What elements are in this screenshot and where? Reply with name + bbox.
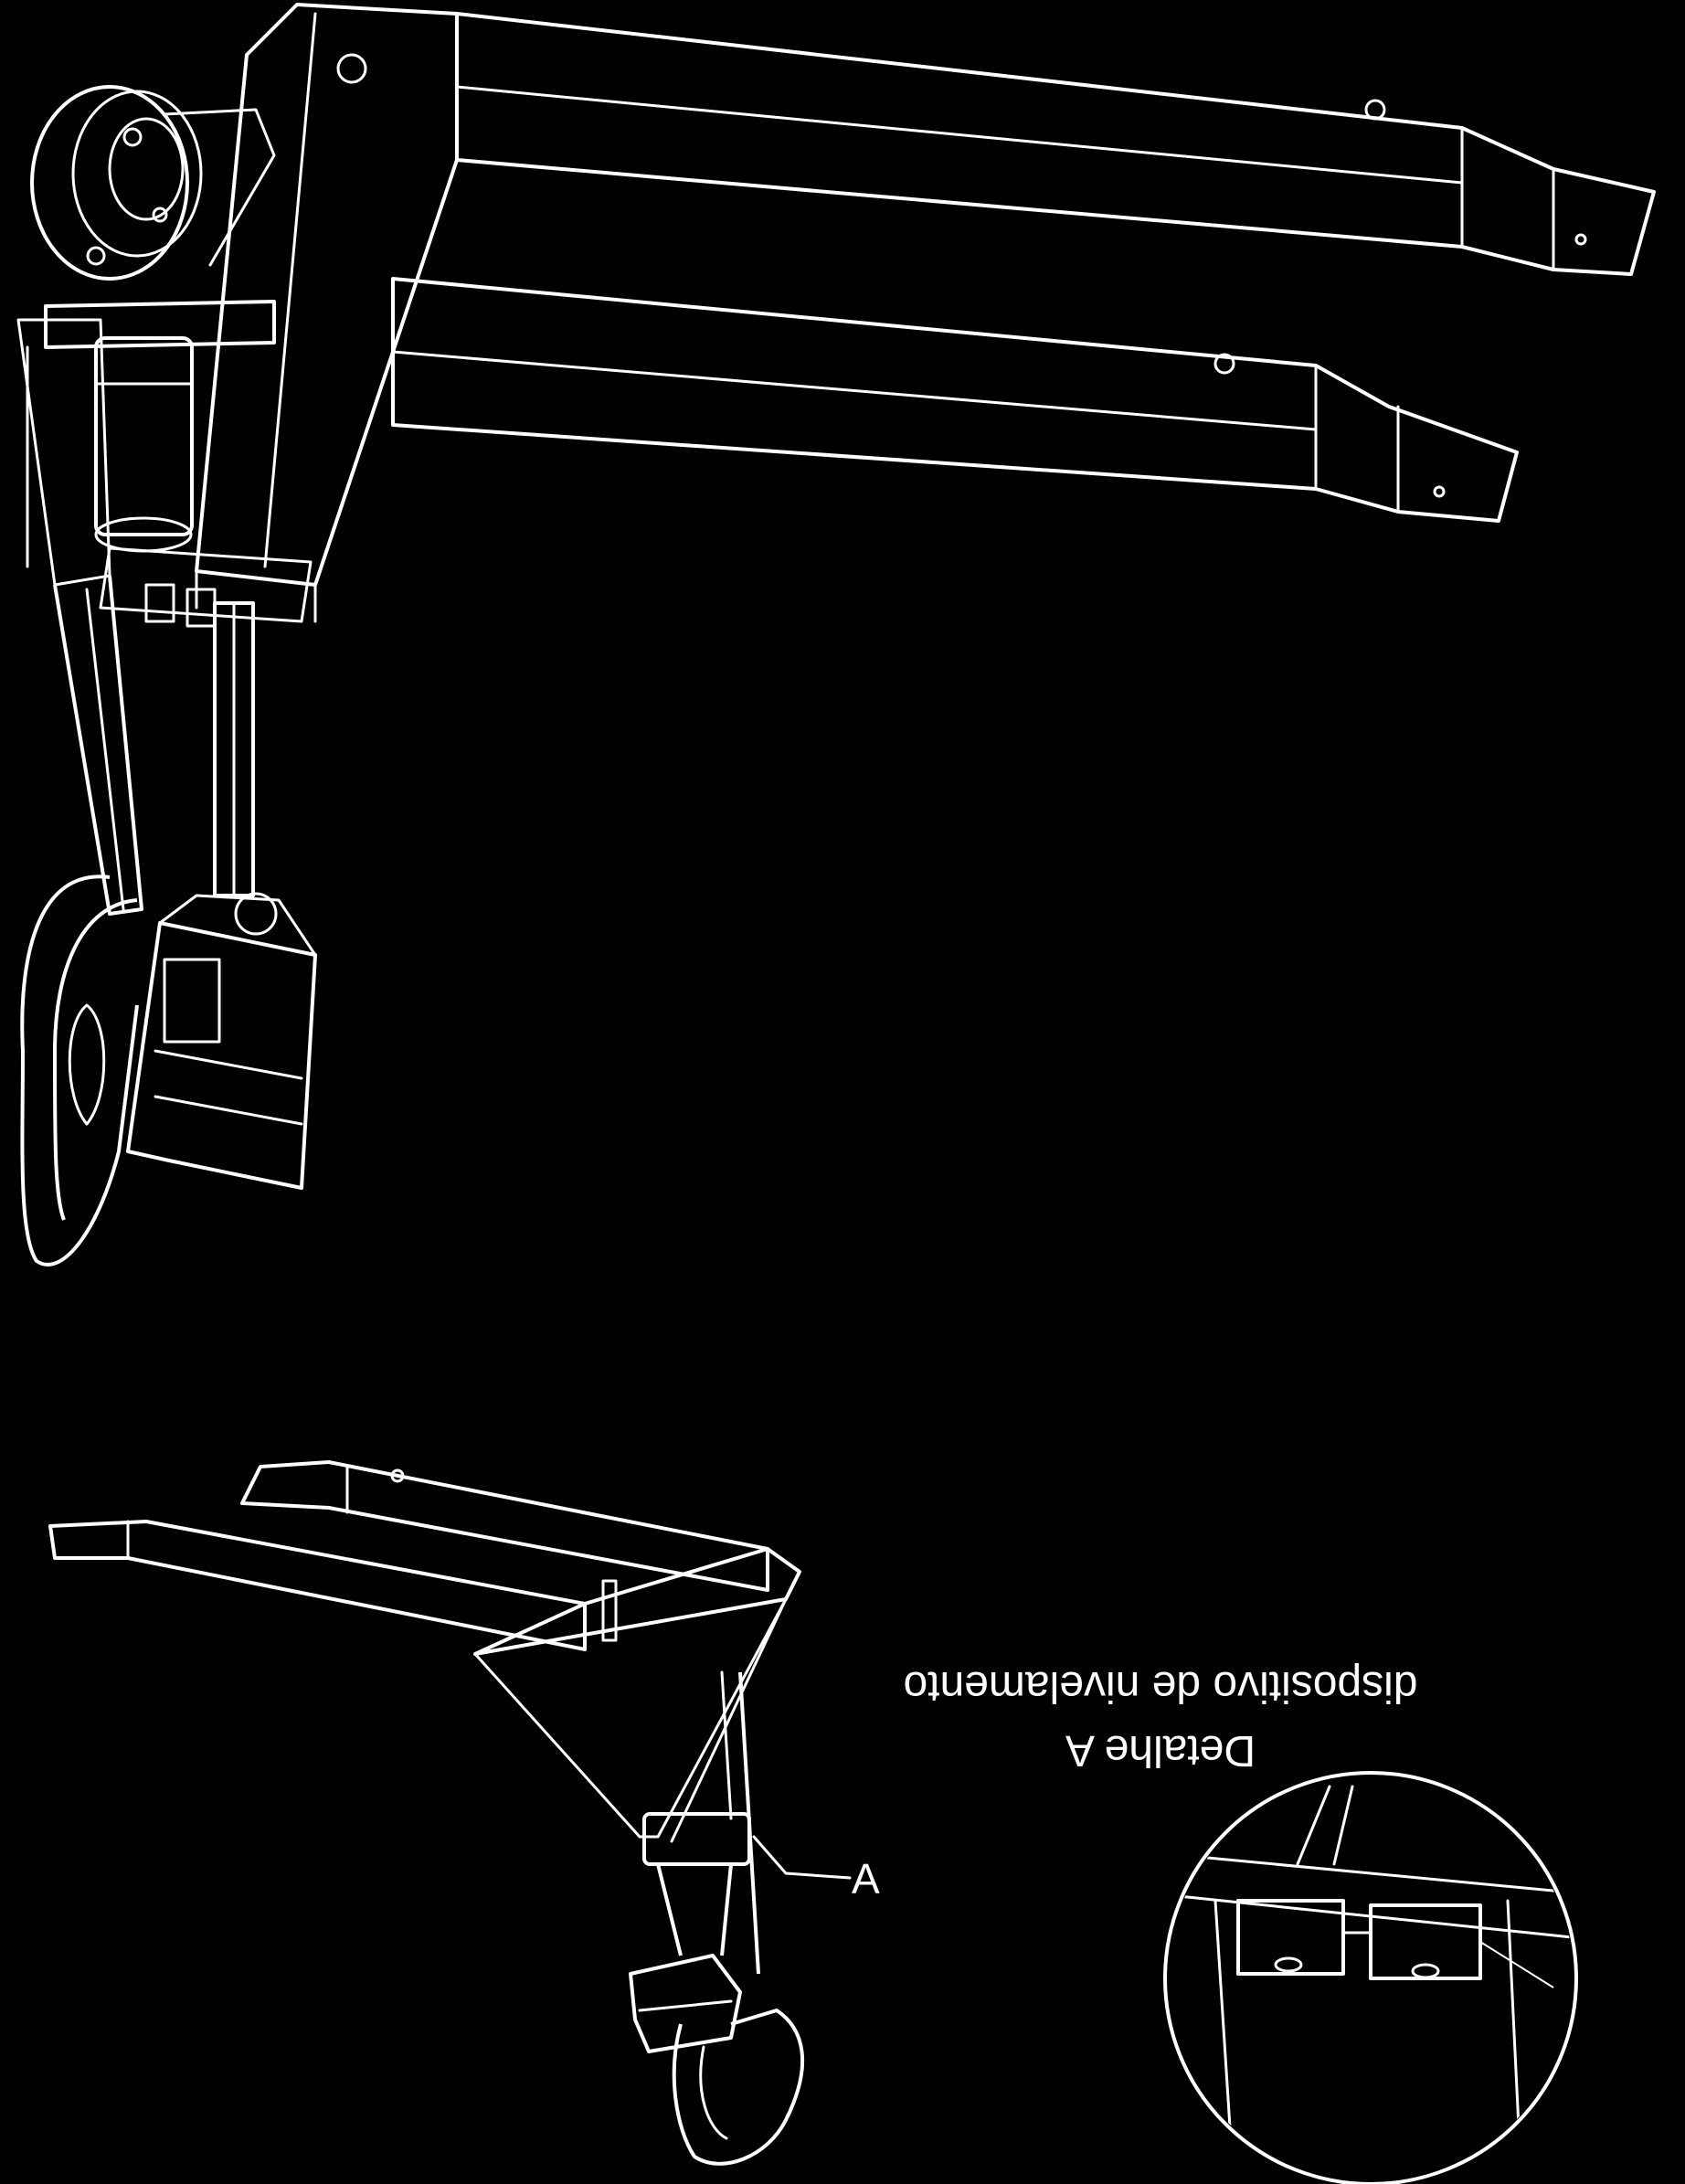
hydraulic-column (99, 546, 313, 897)
tiller-handle (20, 875, 139, 1267)
detail-title: Detalhe A (1065, 1726, 1256, 1775)
drive-wheel (30, 85, 276, 281)
detail-subtitle: dispositivo de nivelamento (904, 1662, 1418, 1711)
small-fork-right (240, 1460, 769, 1592)
callout-a: A (752, 1835, 880, 1903)
pallet-truck-small-view: A (48, 1460, 880, 2166)
fork-upper (455, 12, 1656, 276)
control-head (126, 892, 317, 1190)
chassis-crossbeam (195, 3, 459, 623)
small-fork-left (48, 1520, 587, 1651)
fork-lower (391, 277, 1519, 523)
callout-label: A (852, 1855, 880, 1903)
small-mast (642, 1670, 760, 1975)
mast-frame (16, 318, 143, 916)
detail-caption: Detalhe A dispositivo de nivelamento (904, 1662, 1418, 1775)
small-chassis (473, 1547, 801, 1843)
pallet-truck-large-view (16, 3, 1656, 1267)
small-tiller-handle (672, 2009, 805, 2166)
small-control-head (629, 1954, 742, 2053)
